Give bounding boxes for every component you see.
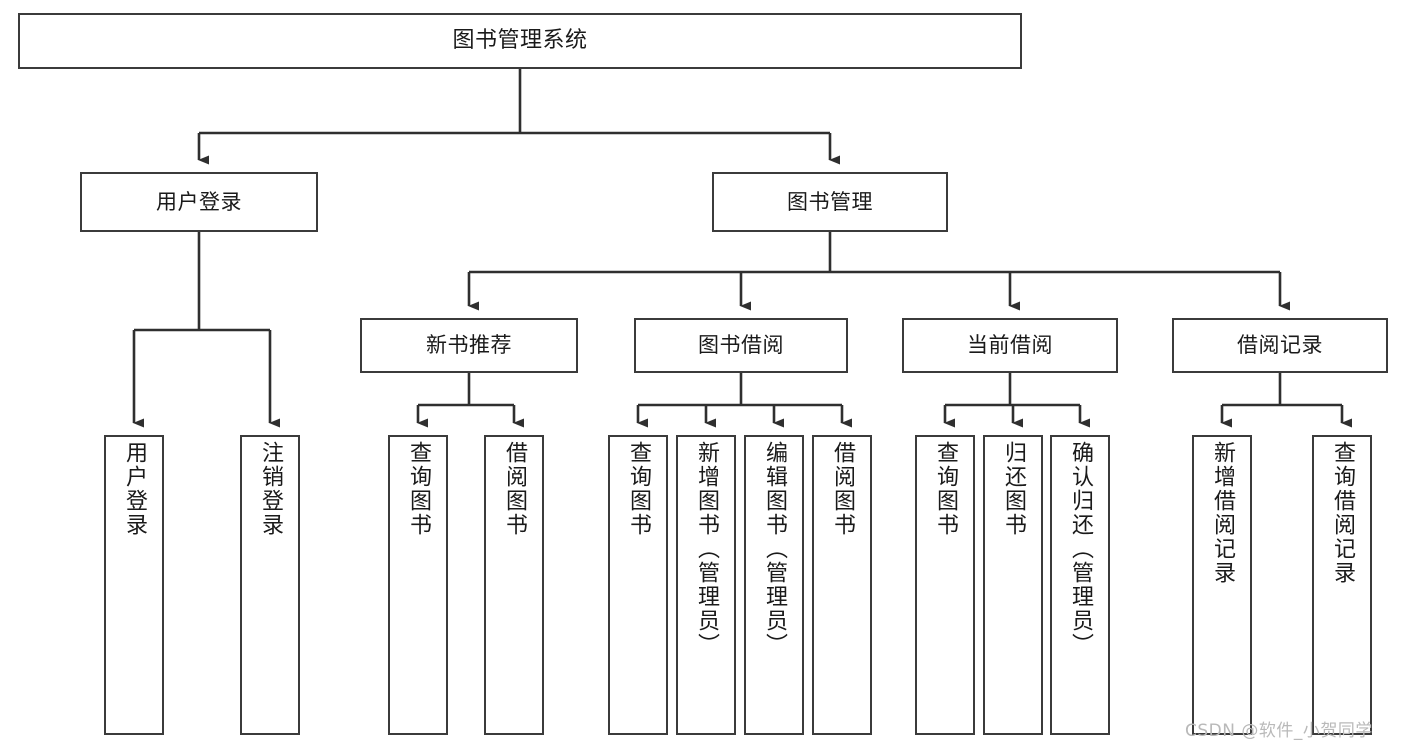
node-book-borrowing-label: 图书借阅 — [698, 333, 784, 358]
node-current-borrowing-label: 当前借阅 — [967, 333, 1053, 358]
leaf-add-borrow-record[interactable]: 新增借阅记录 — [1192, 435, 1252, 735]
node-user-login-label: 用户登录 — [156, 189, 242, 214]
watermark: CSDN @软件_小贺同学 — [1185, 721, 1373, 741]
leaf-query-books-nbr-label: 查询图书 — [406, 441, 431, 537]
node-book-borrowing[interactable]: 图书借阅 — [634, 318, 848, 373]
node-user-login[interactable]: 用户登录 — [80, 172, 318, 232]
leaf-logout-login[interactable]: 注销登录 — [240, 435, 300, 735]
leaf-query-books-bb-label: 查询图书 — [626, 441, 651, 537]
leaf-query-borrow-record-label: 查询借阅记录 — [1330, 441, 1355, 585]
leaf-logout-login-label: 注销登录 — [258, 441, 283, 537]
node-borrowing-record[interactable]: 借阅记录 — [1172, 318, 1388, 373]
leaf-confirm-return-admin-label: 确认归还（管理员） — [1068, 441, 1093, 657]
leaf-return-books[interactable]: 归还图书 — [983, 435, 1043, 735]
node-root[interactable]: 图书管理系统 — [18, 13, 1022, 69]
leaf-query-books-nbr[interactable]: 查询图书 — [388, 435, 448, 735]
leaf-edit-book-admin[interactable]: 编辑图书（管理员） — [744, 435, 804, 735]
leaf-confirm-return-admin[interactable]: 确认归还（管理员） — [1050, 435, 1110, 735]
leaf-borrow-books-nbr[interactable]: 借阅图书 — [484, 435, 544, 735]
leaf-return-books-label: 归还图书 — [1001, 441, 1026, 537]
leaf-borrow-books-bb-label: 借阅图书 — [830, 441, 855, 537]
leaf-add-borrow-record-label: 新增借阅记录 — [1210, 441, 1235, 585]
leaf-query-books-bb[interactable]: 查询图书 — [608, 435, 668, 735]
leaf-edit-book-admin-label: 编辑图书（管理员） — [762, 441, 787, 657]
node-new-book-recommendation[interactable]: 新书推荐 — [360, 318, 578, 373]
leaf-borrow-books-bb[interactable]: 借阅图书 — [812, 435, 872, 735]
leaf-borrow-books-nbr-label: 借阅图书 — [502, 441, 527, 537]
leaf-query-books-cb-label: 查询图书 — [933, 441, 958, 537]
node-current-borrowing[interactable]: 当前借阅 — [902, 318, 1118, 373]
leaf-user-login-label: 用户登录 — [122, 441, 147, 537]
leaf-add-book-admin-label: 新增图书（管理员） — [694, 441, 719, 657]
node-new-book-recommendation-label: 新书推荐 — [426, 333, 512, 358]
leaf-query-borrow-record[interactable]: 查询借阅记录 — [1312, 435, 1372, 735]
node-book-management-label: 图书管理 — [787, 189, 873, 214]
leaf-add-book-admin[interactable]: 新增图书（管理员） — [676, 435, 736, 735]
leaf-query-books-cb[interactable]: 查询图书 — [915, 435, 975, 735]
leaf-user-login[interactable]: 用户登录 — [104, 435, 164, 735]
node-book-management[interactable]: 图书管理 — [712, 172, 948, 232]
node-root-label: 图书管理系统 — [452, 28, 588, 54]
node-borrowing-record-label: 借阅记录 — [1237, 333, 1323, 358]
